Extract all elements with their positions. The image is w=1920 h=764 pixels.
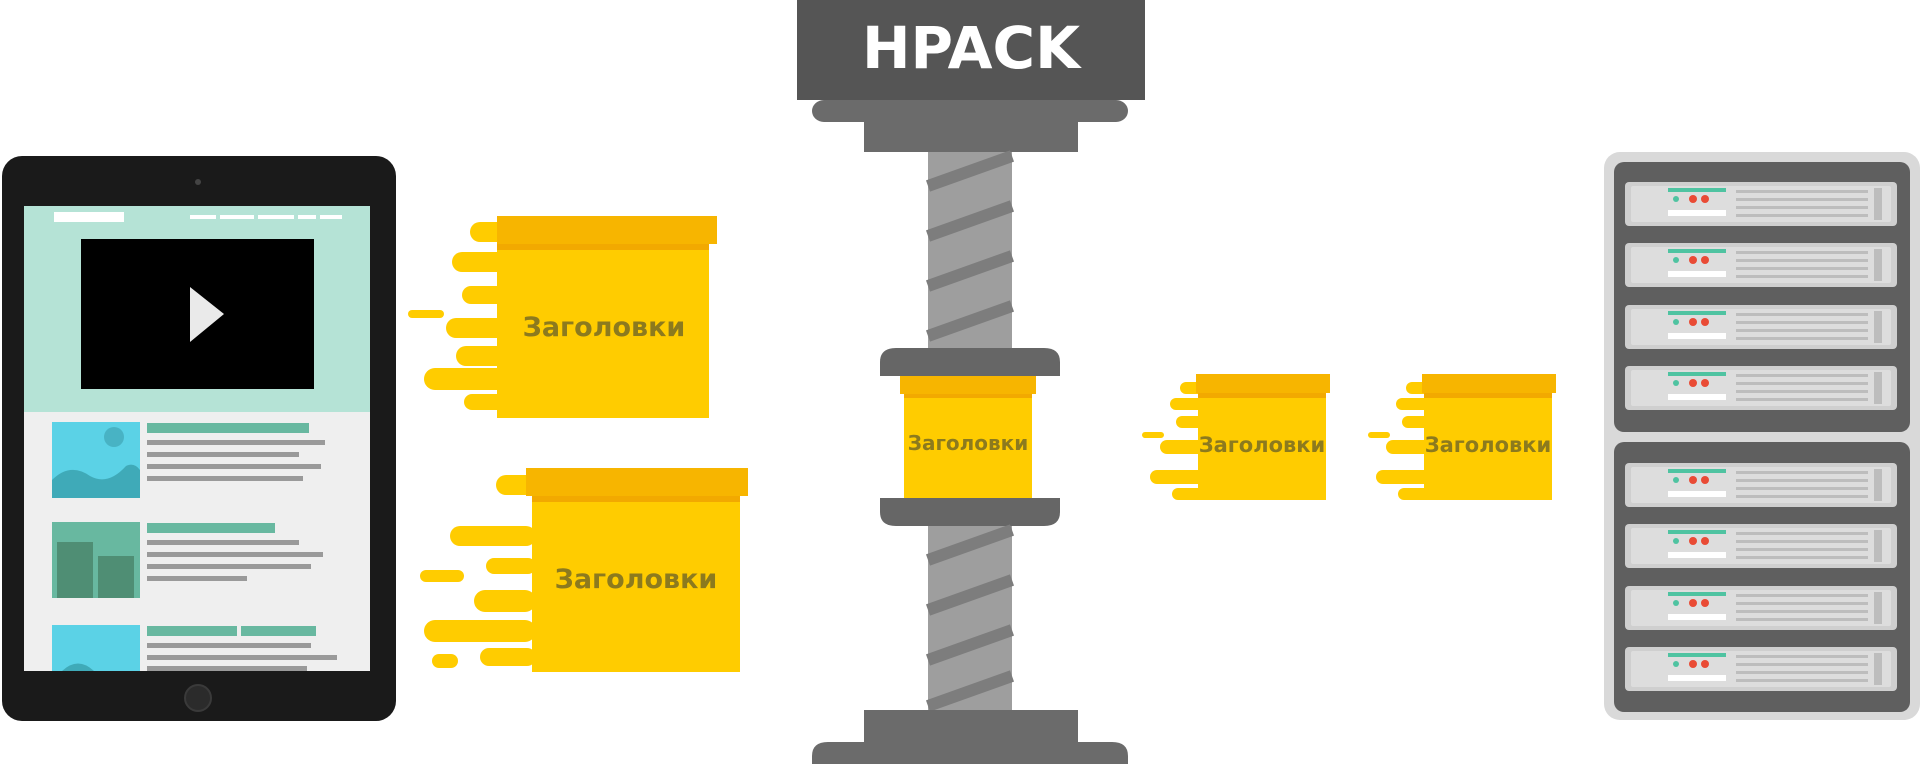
server-unit [1625,524,1897,568]
content-row [52,522,323,598]
content-row [52,422,325,498]
speed-lines [420,475,536,668]
server-unit [1625,182,1897,226]
box-label: Заголовки [908,431,1029,455]
server-unit [1625,647,1897,691]
server-unit [1625,243,1897,287]
server-unit [1625,586,1897,630]
box-label: Заголовки [523,312,686,343]
server-rack-icon [1604,152,1920,720]
video-player [81,239,314,389]
box-label: Заголовки [1199,433,1326,457]
box-label: Заголовки [1425,433,1552,457]
box-label: Заголовки [555,564,718,595]
headers-box-small: Заголовки [1368,374,1556,500]
headers-box-large: Заголовки [408,216,717,418]
server-unit [1625,305,1897,349]
tablet-icon [2,156,396,721]
press-icon: HPACK Заголовки [797,0,1145,764]
server-unit [1625,463,1897,507]
content-row [52,625,337,671]
headers-box-large: Заголовки [420,468,748,672]
headers-box-small: Заголовки [1142,374,1330,500]
server-unit [1625,366,1897,410]
play-icon [190,287,224,342]
hpack-title: HPACK [862,14,1082,82]
